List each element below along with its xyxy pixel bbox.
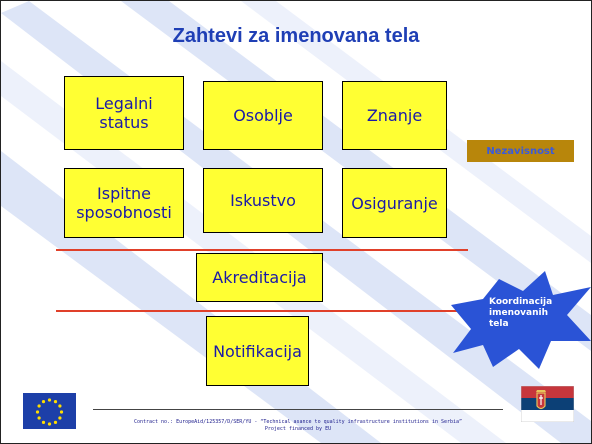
serbia-flag-icon	[521, 386, 574, 422]
box-testing-capabilities: Ispitne sposobnosti	[64, 168, 184, 238]
footer-contract-text: Contract no.: EuropeAid/125357/D/SER/YU …	[91, 419, 505, 433]
box-insurance: Osiguranje	[342, 168, 447, 238]
box-knowledge: Znanje	[342, 81, 447, 150]
slide-title: Zahtevi za imenovana tela	[172, 25, 420, 47]
coordination-label-line: imenovanih	[489, 308, 548, 318]
box-personnel: Osoblje	[203, 81, 323, 150]
independence-badge: Nezavisnost	[467, 140, 574, 162]
coordination-burst-shape	[451, 271, 591, 369]
box-legal-status: Legalni status	[64, 76, 184, 150]
box-experience: Iskustvo	[203, 168, 323, 233]
coordination-label-line: Koordinacija	[489, 297, 553, 307]
footer-line: Contract no.: EuropeAid/125357/D/SER/YU …	[133, 419, 463, 425]
eu-flag-icon	[23, 393, 76, 429]
divider-line-upper	[56, 249, 468, 251]
box-accreditation: Akreditacija	[196, 253, 323, 302]
footer-line: Project financed by EU	[264, 426, 332, 432]
coordination-label-line: tela	[489, 319, 509, 329]
box-notification: Notifikacija	[206, 316, 309, 386]
footer-rule	[93, 409, 503, 410]
divider-line-lower	[56, 310, 468, 312]
coordination-label: Koordinacija imenovanih tela	[489, 297, 559, 330]
